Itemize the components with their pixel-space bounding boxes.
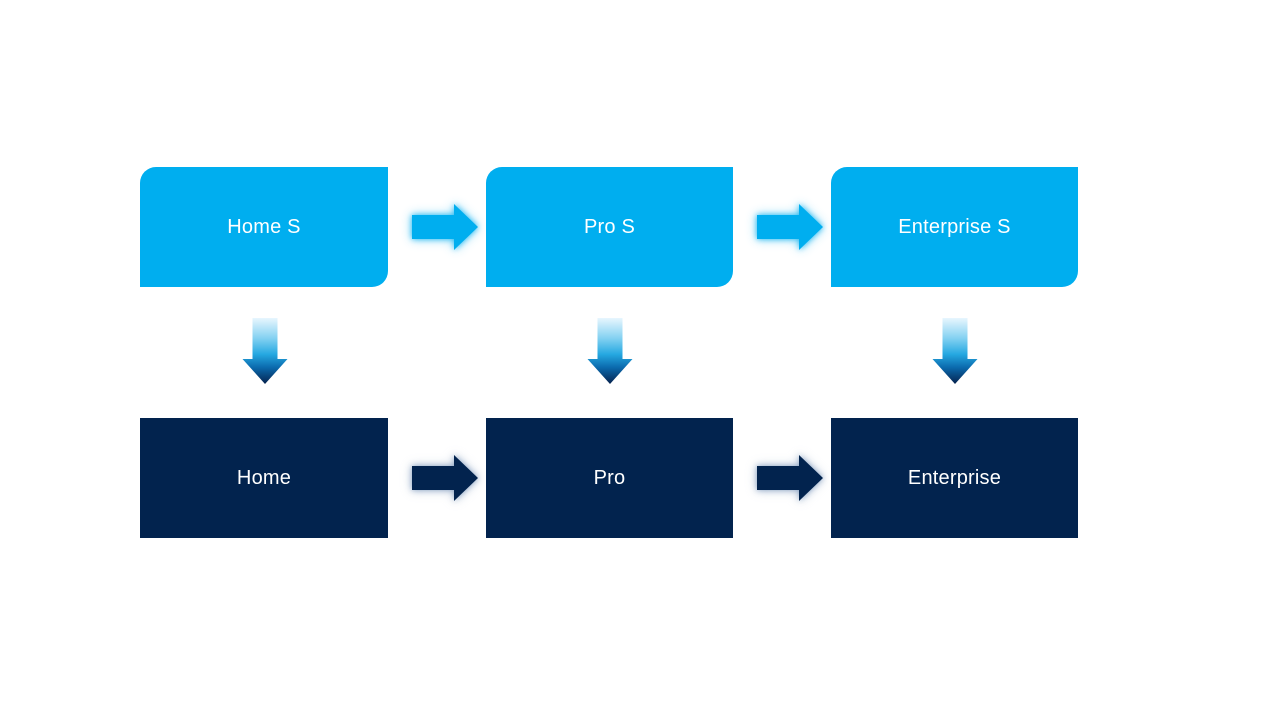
box-pro-s-label: Pro S (583, 215, 636, 238)
box-home-label: Home (236, 466, 292, 489)
down-arrow-icon (587, 318, 633, 384)
down-arrow-icon (932, 318, 978, 384)
box-enterprise-label: Enterprise (907, 466, 1002, 489)
box-pro: Pro (486, 418, 733, 538)
box-home-s: Home S (140, 167, 388, 287)
box-home-s-label: Home S (227, 215, 301, 238)
right-arrow-icon (412, 455, 478, 501)
right-arrow-icon (412, 204, 478, 250)
right-arrow-icon (757, 204, 823, 250)
box-enterprise-s-label: Enterprise S (898, 215, 1011, 238)
box-pro-s: Pro S (486, 167, 733, 287)
box-home: Home (140, 418, 388, 538)
right-arrow-icon (757, 455, 823, 501)
box-enterprise-s: Enterprise S (831, 167, 1078, 287)
box-pro-label: Pro (593, 466, 626, 489)
box-enterprise: Enterprise (831, 418, 1078, 538)
down-arrow-icon (242, 318, 288, 384)
